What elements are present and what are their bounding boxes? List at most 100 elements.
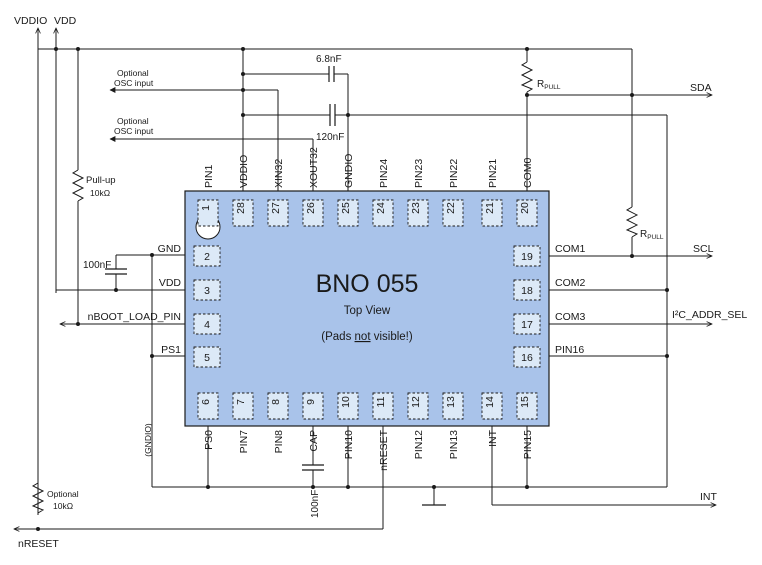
pin-label: GND	[158, 243, 182, 255]
pad-6	[197, 392, 219, 420]
pad-25	[337, 199, 359, 227]
pad-23	[407, 199, 429, 227]
vdd-label: VDD	[54, 15, 77, 27]
pad-11	[372, 392, 394, 420]
pad-number: 6	[200, 399, 212, 405]
pad-5	[193, 346, 221, 368]
pad-18	[513, 279, 541, 301]
pin-label: PIN7	[238, 430, 250, 454]
pad-9	[302, 392, 324, 420]
pad-number: 11	[375, 396, 387, 407]
junction-dot	[311, 485, 315, 489]
cap-100n-left-label: 100nF	[83, 260, 111, 271]
pad-28	[232, 199, 254, 227]
junction-dot	[525, 485, 529, 489]
pad-14	[481, 392, 503, 420]
pin-label: PIN21	[487, 159, 499, 188]
pad-number: 14	[484, 396, 496, 408]
pad-number: 22	[445, 202, 457, 214]
pullup-label: Pull-up	[86, 175, 116, 186]
pin-label: PIN22	[448, 159, 460, 188]
cap-120n-label: 120nF	[316, 132, 344, 143]
optional-value: 10kΩ	[53, 501, 73, 511]
pad-number: 18	[521, 285, 533, 297]
junction-dot	[206, 485, 210, 489]
pin-label: PIN13	[448, 430, 460, 459]
pad-13	[442, 392, 464, 420]
chip-view: Top View	[344, 305, 391, 317]
optional-label: Optional	[47, 489, 79, 499]
pin-label: COM3	[555, 311, 585, 323]
pad-number: 15	[519, 396, 531, 408]
left-pin-labels: GND VDD nBOOT_LOAD_PIN PS1	[88, 243, 182, 356]
pullup-value: 10kΩ	[90, 188, 110, 198]
pad-number: 25	[340, 202, 352, 214]
pad-number: 23	[410, 202, 422, 214]
pad-26	[302, 199, 324, 227]
chip-name: BNO 055	[316, 270, 419, 298]
pad-7	[232, 392, 254, 420]
pin-label: PIN1	[203, 164, 215, 188]
pin-label: COM2	[555, 277, 585, 289]
osc-xout-line1: Optional	[117, 116, 149, 126]
vddio-label: VDDIO	[14, 15, 47, 27]
pullup-resistor	[71, 169, 85, 202]
pad-number: 4	[204, 319, 210, 331]
pad-12	[407, 392, 429, 420]
optional-resistor	[31, 482, 45, 514]
pad-24	[372, 199, 394, 227]
junction-dot	[76, 322, 80, 326]
pad-number: 27	[270, 202, 282, 214]
pad-number: 17	[521, 319, 533, 331]
pin-label: nBOOT_LOAD_PIN	[88, 311, 181, 323]
pad-8	[267, 392, 289, 420]
junction-dot	[54, 47, 58, 51]
pin-label: VDD	[159, 277, 182, 289]
scl-label: SCL	[693, 243, 714, 255]
pad-20	[516, 199, 538, 227]
pin-label: nRESET	[378, 429, 390, 470]
pad-number: 20	[519, 202, 531, 214]
junction-dot	[432, 485, 436, 489]
pin-label: PS0	[203, 430, 215, 450]
sda-rpull-resistor	[520, 61, 534, 93]
pad-15	[516, 392, 538, 420]
chip-body	[184, 190, 550, 427]
sda-label: SDA	[690, 82, 712, 94]
pad-number: 5	[204, 352, 210, 364]
osc-xout-line2: OSC input	[114, 126, 154, 136]
pin-label: COM0	[522, 158, 534, 188]
junction-dot	[114, 288, 118, 292]
pad-3	[193, 279, 221, 301]
pad-19	[513, 245, 541, 267]
pad-27	[267, 199, 289, 227]
pad-number: 8	[270, 399, 282, 405]
pin-label: CAP	[308, 430, 320, 452]
osc-xin-line1: Optional	[117, 68, 149, 78]
pad-number: 13	[445, 396, 457, 408]
pad-number: 7	[235, 399, 247, 405]
pad-number: 19	[521, 251, 533, 263]
pad-4	[193, 313, 221, 335]
pin-label: XOUT32	[308, 147, 320, 188]
pin-label: PIN24	[378, 159, 390, 188]
pin-label: PS1	[161, 344, 181, 356]
pad-10	[337, 392, 359, 420]
pad-number: 28	[235, 202, 247, 214]
pad-21	[481, 199, 503, 227]
pad-number: 9	[305, 399, 317, 405]
cap-6n8-label: 6.8nF	[316, 54, 342, 65]
int-label: INT	[700, 491, 718, 503]
pin-label: INT	[487, 429, 499, 447]
junction-dot	[36, 527, 40, 531]
pad-number: 2	[204, 251, 210, 263]
sda-rpull-label: RPULL	[537, 79, 561, 91]
